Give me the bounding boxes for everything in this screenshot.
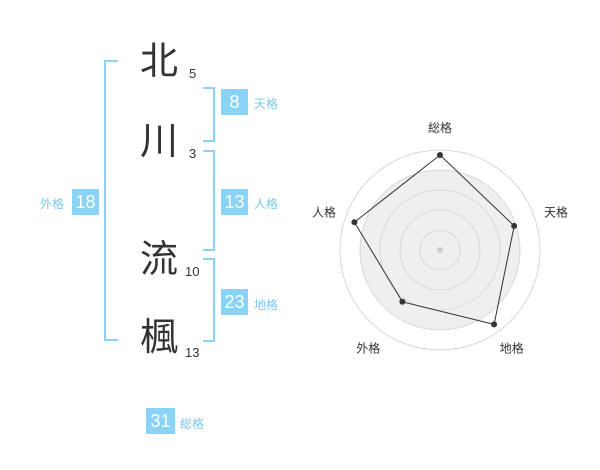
stroke-count-3: 10 bbox=[185, 264, 200, 279]
jinkaku-label: 人格 bbox=[254, 197, 279, 211]
jinkaku-value: 13 bbox=[221, 189, 248, 215]
radar-center-dot bbox=[437, 247, 443, 253]
radar-axis-label-1: 総格 bbox=[428, 120, 452, 135]
tenkaku-label: 天格 bbox=[254, 97, 279, 111]
tenkaku-value: 8 bbox=[221, 89, 248, 115]
radar-point-5 bbox=[351, 219, 358, 226]
radar-axis-label-2: 天格 bbox=[544, 204, 568, 219]
stroke-count-2: 3 bbox=[189, 146, 197, 161]
jinkaku-bracket bbox=[203, 150, 215, 251]
soukaku-label: 総格 bbox=[180, 417, 205, 431]
chikaku-bracket bbox=[203, 258, 215, 342]
radar-point-3 bbox=[491, 321, 498, 328]
gaikaku-label: 外格 bbox=[40, 197, 65, 211]
gaikaku-value: 18 bbox=[72, 189, 99, 215]
chikaku-label: 地格 bbox=[254, 298, 279, 312]
name-char-4: 楓 bbox=[140, 315, 179, 359]
gaikaku-bracket bbox=[104, 60, 118, 341]
soukaku-value: 31 bbox=[146, 408, 175, 434]
tenkaku-bracket bbox=[203, 87, 215, 142]
radar-ring-1 bbox=[339, 149, 541, 351]
name-char-1: 北 bbox=[140, 39, 179, 83]
radar-point-2 bbox=[511, 222, 518, 229]
stroke-count-4: 13 bbox=[185, 345, 200, 360]
name-char-2: 川 bbox=[140, 119, 179, 163]
radar-point-1 bbox=[437, 152, 443, 158]
radar-axis-label-5: 人格 bbox=[312, 204, 336, 219]
radar-polygon bbox=[353, 154, 515, 326]
name-char-3: 流 bbox=[140, 237, 179, 281]
radar-point-4 bbox=[399, 298, 406, 305]
radar-axis-label-4: 外格 bbox=[356, 341, 380, 356]
chikaku-value: 23 bbox=[221, 289, 248, 315]
stroke-count-1: 5 bbox=[189, 66, 197, 81]
radar-axis-label-3: 地格 bbox=[500, 341, 524, 356]
